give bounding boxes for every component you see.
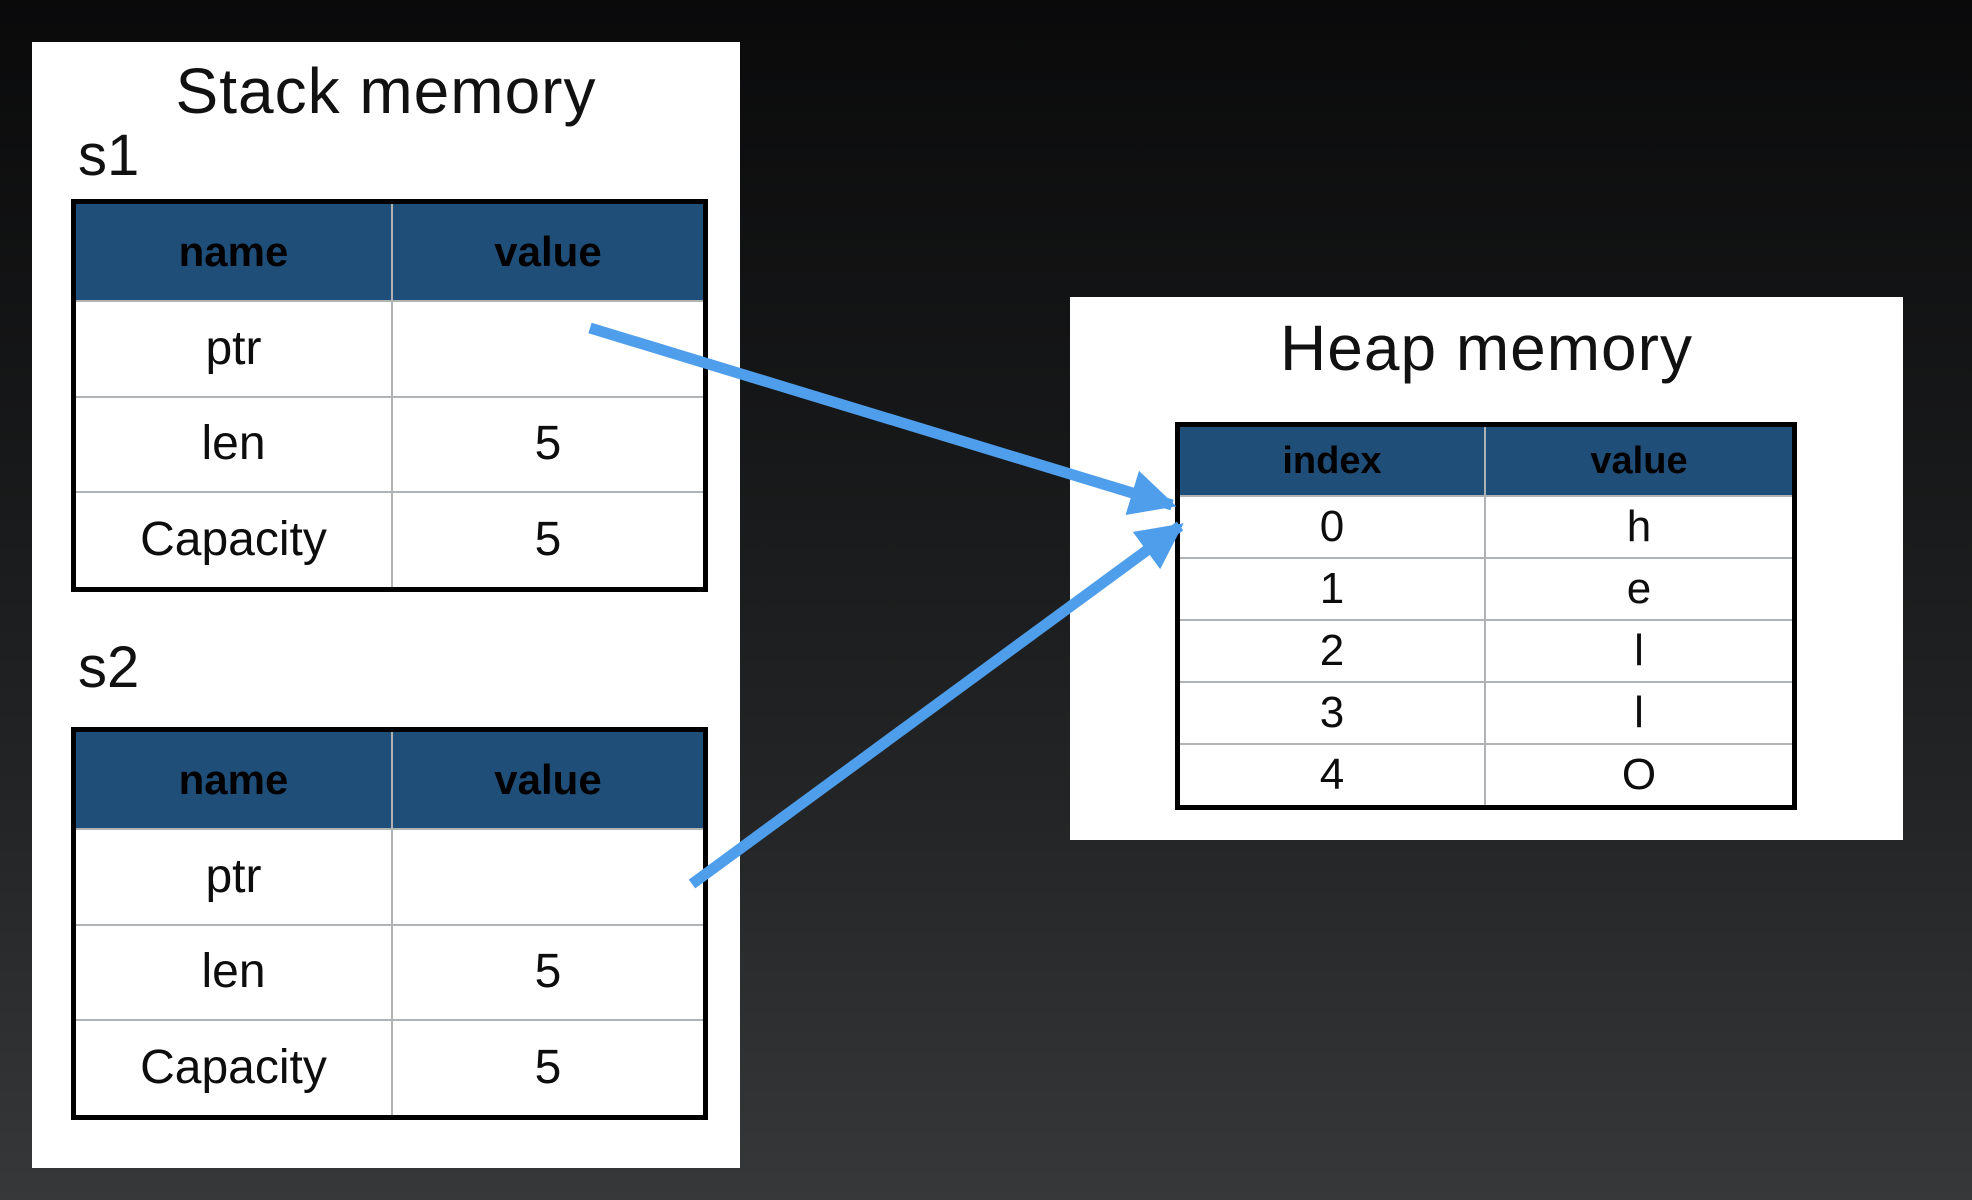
s1-label: s1 xyxy=(78,123,140,188)
s2-cell-ptr-name: ptr xyxy=(76,827,393,924)
s2-header-name: name xyxy=(76,732,393,828)
s1-header-value: value xyxy=(393,204,703,300)
heap-cell-value-1: e xyxy=(1486,557,1792,619)
heap-cell-value-0: h xyxy=(1486,495,1792,557)
s2-cell-capacity-value: 5 xyxy=(393,1019,703,1115)
s1-cell-ptr-value xyxy=(393,299,703,396)
heap-cell-index-1: 1 xyxy=(1180,557,1486,619)
s2-cell-len-name: len xyxy=(76,923,393,1020)
s2-label: s2 xyxy=(78,635,140,700)
s2-cell-ptr-value xyxy=(393,827,703,924)
s2-cell-capacity-name: Capacity xyxy=(76,1019,393,1115)
s2-table: name value ptr len 5 Capacity 5 xyxy=(71,727,708,1120)
heap-header-value: value xyxy=(1486,427,1792,495)
s1-cell-len-name: len xyxy=(76,395,393,492)
heap-cell-value-3: l xyxy=(1486,681,1792,743)
heap-cell-index-3: 3 xyxy=(1180,681,1486,743)
heap-header-index: index xyxy=(1180,427,1486,495)
heap-memory-panel: Heap memory index value 0 h 1 e 2 l 3 l … xyxy=(1070,297,1903,840)
heap-cell-value-4: O xyxy=(1486,743,1792,805)
s1-table: name value ptr len 5 Capacity 5 xyxy=(71,199,708,592)
s1-cell-capacity-name: Capacity xyxy=(76,491,393,587)
heap-cell-value-2: l xyxy=(1486,619,1792,681)
s1-cell-len-value: 5 xyxy=(393,395,703,492)
heap-cell-index-4: 4 xyxy=(1180,743,1486,805)
s1-cell-capacity-value: 5 xyxy=(393,491,703,587)
stack-panel-title: Stack memory xyxy=(175,55,597,127)
heap-panel-title: Heap memory xyxy=(1280,312,1693,384)
stack-memory-panel: Stack memory s1 name value ptr len 5 Cap… xyxy=(32,42,740,1168)
s2-header-value: value xyxy=(393,732,703,828)
s1-header-name: name xyxy=(76,204,393,300)
s2-cell-len-value: 5 xyxy=(393,923,703,1020)
heap-cell-index-2: 2 xyxy=(1180,619,1486,681)
heap-table: index value 0 h 1 e 2 l 3 l 4 O xyxy=(1175,422,1797,810)
heap-cell-index-0: 0 xyxy=(1180,495,1486,557)
s1-cell-ptr-name: ptr xyxy=(76,299,393,396)
